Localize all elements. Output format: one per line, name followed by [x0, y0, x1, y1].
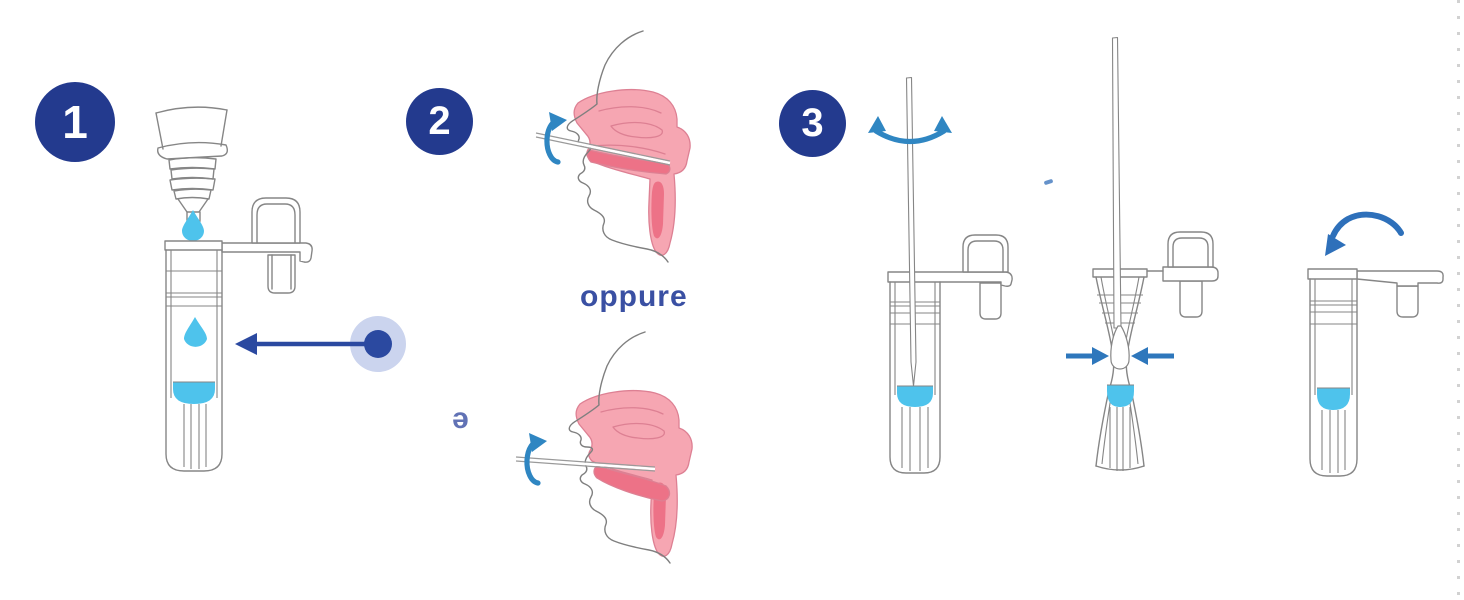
- rotate-swab-arrow-icon: [544, 112, 567, 165]
- stir-rotation-arrow-icon: [868, 116, 952, 144]
- tube-cap: [221, 197, 313, 294]
- swab-stick: [905, 76, 917, 387]
- tube-cap: [887, 234, 1013, 320]
- buffer-liquid: [1317, 388, 1350, 410]
- extraction-tube: [1307, 268, 1358, 477]
- close-cap-arrow-icon: [1325, 211, 1404, 256]
- or-label: oppure: [580, 280, 688, 313]
- extraction-tube: [164, 240, 223, 472]
- head-profile: [566, 30, 669, 263]
- oral-cavity: [575, 390, 693, 557]
- tongue: [593, 465, 671, 502]
- squeeze-tube-illustration: [1066, 36, 1219, 471]
- squeeze-arrows-icon: [1066, 347, 1174, 365]
- nasal-swab-illustration: [535, 30, 691, 263]
- tube-cap: [1162, 231, 1219, 318]
- step-3-badge: 3: [779, 90, 846, 157]
- rotate-swab-arrow-icon: [524, 433, 547, 486]
- step-2-badge: 2: [406, 88, 473, 155]
- oral-swab-illustration: [515, 331, 693, 564]
- buffer-liquid: [1107, 385, 1134, 407]
- inner-drop-icon: [184, 317, 207, 347]
- buffer-liquid: [173, 382, 215, 404]
- buffer-drop-icon: [182, 210, 204, 241]
- swab-bulb: [1110, 325, 1130, 370]
- stir-tube-illustration: [868, 76, 1013, 474]
- page-edge-marks: [1457, 0, 1460, 600]
- nasal-cavity: [573, 89, 691, 256]
- ink-speck: [1043, 178, 1054, 186]
- buffer-liquid: [897, 386, 933, 407]
- cap-arm: [1356, 270, 1444, 318]
- nasal-swab: [535, 132, 671, 166]
- squeezed-tube: [1092, 268, 1164, 471]
- stray-letter: ǝ: [452, 402, 469, 435]
- transfer-arrow-icon: [235, 316, 406, 372]
- cap-tube-illustration: [1307, 211, 1444, 477]
- sample-dot-icon: [364, 330, 392, 358]
- swab-stick: [1111, 36, 1122, 329]
- step-1-illustration: [155, 106, 406, 472]
- step-1-badge: 1: [35, 82, 115, 162]
- dropper-bottle-icon: [155, 106, 229, 226]
- oral-swab: [515, 456, 656, 472]
